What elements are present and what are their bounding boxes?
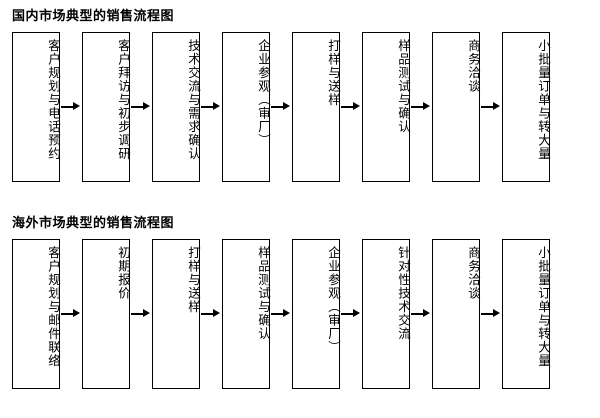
flow-arrow-icon bbox=[60, 32, 82, 182]
flow-node-overseas-5[interactable]: 企业参观（审厂） bbox=[292, 239, 340, 389]
arrow-shaft bbox=[61, 106, 75, 108]
arrow-head bbox=[73, 309, 80, 317]
arrow-shaft bbox=[201, 313, 215, 315]
arrow-shaft bbox=[481, 313, 495, 315]
arrow-shaft bbox=[411, 313, 425, 315]
arrow-head bbox=[213, 309, 220, 317]
flow-node-label: 商务洽谈 bbox=[466, 39, 480, 93]
flow-node-overseas-2[interactable]: 初期报价 bbox=[82, 239, 130, 389]
flow-arrow-icon bbox=[410, 239, 432, 389]
arrow-shaft bbox=[481, 106, 495, 108]
flow-node-overseas-4[interactable]: 样品测试与确认 bbox=[222, 239, 270, 389]
flow-node-overseas-7[interactable]: 商务洽谈 bbox=[432, 239, 480, 389]
flow-arrow-icon bbox=[340, 32, 362, 182]
flow-node-label: 初期报价 bbox=[116, 246, 130, 300]
arrow-head bbox=[143, 309, 150, 317]
flow-node-label: 技术交流与需求确认 bbox=[186, 39, 200, 161]
flow-node-label: 打样与送样 bbox=[326, 39, 340, 107]
section-title-domestic: 国内市场典型的销售流程图 bbox=[12, 8, 175, 23]
flow-node-overseas-1[interactable]: 客户规划与邮件联络 bbox=[12, 239, 60, 389]
flow-section-overseas: 海外市场典型的销售流程图 客户规划与邮件联络 初期报价 打样与送样 样品测试与确… bbox=[0, 215, 600, 391]
flow-arrow-icon bbox=[60, 239, 82, 389]
arrow-head bbox=[283, 102, 290, 110]
arrow-head bbox=[423, 102, 430, 110]
flow-arrow-icon bbox=[200, 239, 222, 389]
arrow-shaft bbox=[411, 106, 425, 108]
flow-arrow-icon bbox=[410, 32, 432, 182]
flow-node-overseas-8[interactable]: 小批量订单与转大量 bbox=[502, 239, 550, 389]
flow-node-label: 样品测试与确认 bbox=[396, 39, 410, 134]
arrow-head bbox=[143, 102, 150, 110]
flow-row-overseas: 客户规划与邮件联络 初期报价 打样与送样 样品测试与确认 企业参观（审厂 bbox=[0, 239, 600, 391]
flow-node-domestic-3[interactable]: 技术交流与需求确认 bbox=[152, 32, 200, 182]
flow-node-label: 小批量订单与转大量 bbox=[536, 246, 550, 368]
arrow-head bbox=[493, 102, 500, 110]
arrow-head bbox=[353, 309, 360, 317]
arrow-shaft bbox=[131, 313, 145, 315]
flow-node-domestic-4[interactable]: 企业参观（审厂） bbox=[222, 32, 270, 182]
flow-arrow-icon bbox=[340, 239, 362, 389]
flow-arrow-icon bbox=[480, 32, 502, 182]
flow-node-domestic-5[interactable]: 打样与送样 bbox=[292, 32, 340, 182]
flow-node-label: 商务洽谈 bbox=[466, 246, 480, 300]
flow-arrow-icon bbox=[130, 32, 152, 182]
flow-node-label: 客户规划与邮件联络 bbox=[46, 246, 60, 368]
flow-node-domestic-7[interactable]: 商务洽谈 bbox=[432, 32, 480, 182]
arrow-shaft bbox=[271, 313, 285, 315]
flow-arrow-icon bbox=[270, 239, 292, 389]
flow-node-domestic-6[interactable]: 样品测试与确认 bbox=[362, 32, 410, 182]
flow-node-domestic-1[interactable]: 客户规划与电话预约 bbox=[12, 32, 60, 182]
arrow-head bbox=[213, 102, 220, 110]
arrow-shaft bbox=[341, 106, 355, 108]
arrow-shaft bbox=[201, 106, 215, 108]
flow-node-domestic-2[interactable]: 客户拜访与初步调研 bbox=[82, 32, 130, 182]
flow-arrow-icon bbox=[130, 239, 152, 389]
arrow-head bbox=[353, 102, 360, 110]
arrow-shaft bbox=[341, 313, 355, 315]
flow-node-label: 打样与送样 bbox=[186, 246, 200, 314]
flow-node-label: 小批量订单与转大量 bbox=[536, 39, 550, 161]
arrow-shaft bbox=[131, 106, 145, 108]
flow-node-label: 企业参观（审厂） bbox=[256, 39, 270, 147]
flow-node-label: 针对性技术交流 bbox=[396, 246, 410, 341]
arrow-head bbox=[493, 309, 500, 317]
flow-node-label: 客户规划与电话预约 bbox=[46, 39, 60, 161]
flow-arrow-icon bbox=[200, 32, 222, 182]
flow-node-label: 样品测试与确认 bbox=[256, 246, 270, 341]
flow-arrow-icon bbox=[480, 239, 502, 389]
flow-node-domestic-8[interactable]: 小批量订单与转大量 bbox=[502, 32, 550, 182]
arrow-shaft bbox=[61, 313, 75, 315]
section-title-overseas: 海外市场典型的销售流程图 bbox=[12, 215, 175, 230]
arrow-head bbox=[423, 309, 430, 317]
arrow-shaft bbox=[271, 106, 285, 108]
flow-row-domestic: 客户规划与电话预约 客户拜访与初步调研 技术交流与需求确认 企业参观（审厂） bbox=[0, 32, 600, 184]
flow-arrow-icon bbox=[270, 32, 292, 182]
arrow-head bbox=[283, 309, 290, 317]
flow-node-overseas-3[interactable]: 打样与送样 bbox=[152, 239, 200, 389]
arrow-head bbox=[73, 102, 80, 110]
flow-section-domestic: 国内市场典型的销售流程图 客户规划与电话预约 客户拜访与初步调研 技术交流与需求… bbox=[0, 8, 600, 184]
flow-node-label: 企业参观（审厂） bbox=[326, 246, 340, 354]
flow-node-overseas-6[interactable]: 针对性技术交流 bbox=[362, 239, 410, 389]
flow-node-label: 客户拜访与初步调研 bbox=[116, 39, 130, 161]
